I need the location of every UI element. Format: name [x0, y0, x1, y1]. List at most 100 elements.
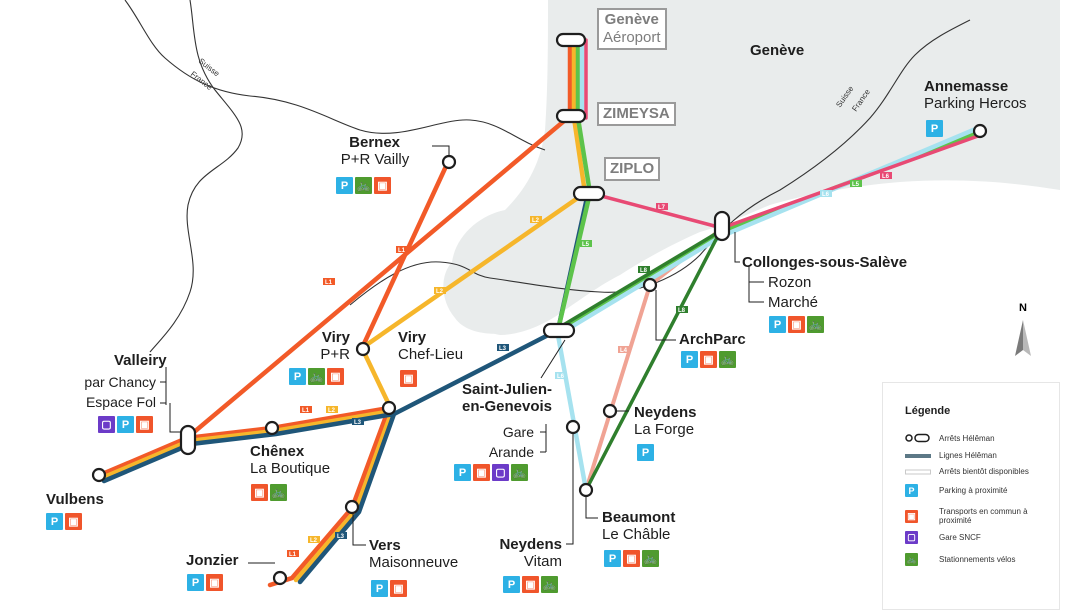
station-name: Annemasse — [924, 78, 1009, 95]
station-neydens-vitam: Neydens Vitam — [480, 536, 562, 571]
parking-icon: P — [637, 444, 654, 461]
station-sub: P+R — [320, 346, 350, 364]
legend-item-train: ▢ Gare SNCF — [905, 531, 1055, 544]
zone-line-2: Aéroport — [603, 29, 661, 46]
zone-line-1: Genève — [604, 11, 659, 28]
station-collonges-name: Collonges-sous-Salève — [742, 254, 908, 271]
north-arrow-icon — [1015, 320, 1031, 356]
svg-text:L5: L5 — [852, 182, 860, 188]
svg-text:L4: L4 — [620, 348, 628, 354]
svg-text:L3: L3 — [499, 346, 507, 352]
interchange-stops — [179, 32, 731, 456]
station-sub: La Boutique — [250, 460, 331, 478]
icons-viry-cl: ▣ — [400, 370, 417, 387]
bus-icon: ▣ — [206, 574, 223, 591]
station-name: Bernex — [349, 134, 400, 151]
bike-icon: 🚲 — [807, 316, 824, 333]
bus-icon: ▣ — [400, 370, 417, 387]
icons-vulbens: P ▣ — [46, 513, 82, 530]
svg-text:L8: L8 — [640, 268, 648, 274]
bike-icon: 🚲 — [308, 368, 325, 385]
leader-lines — [160, 145, 764, 564]
svg-text:L6: L6 — [822, 192, 830, 198]
stop-chenex — [264, 420, 280, 436]
station-name: Viry — [321, 329, 350, 346]
station-jonzier-name: Jonzier — [186, 552, 239, 569]
bus-icon: ▣ — [374, 177, 391, 194]
bus-icon: ▣ — [251, 484, 268, 501]
svg-text:L6: L6 — [882, 174, 890, 180]
icons-beaumont: P ▣ 🚲 — [604, 550, 659, 567]
station-name: Beaumont — [602, 509, 676, 526]
svg-text:L2: L2 — [436, 289, 444, 295]
svg-text:L8: L8 — [678, 308, 686, 314]
country-border — [149, 0, 971, 353]
station-sub: Chef-Lieu — [398, 346, 464, 364]
geneva-area — [451, 0, 1060, 335]
bus-icon: ▣ — [700, 351, 717, 368]
station-name: Viry — [398, 329, 427, 346]
station-archparc-name: ArchParc — [679, 331, 746, 348]
svg-text:L2: L2 — [328, 408, 336, 414]
bike-icon: 🚲 — [719, 351, 736, 368]
legend-label: Stationnements vélos — [939, 555, 1016, 564]
legend-label: Gare SNCF — [939, 533, 981, 542]
stop-saint-julien — [542, 322, 576, 339]
svg-text:L5: L5 — [582, 242, 590, 248]
stop-annemasse — [972, 123, 988, 139]
bus-icon: ▣ — [327, 368, 344, 385]
legend-title: Légende — [905, 405, 951, 417]
parking-icon: P — [905, 484, 918, 497]
stop-bernex — [441, 154, 457, 170]
bus-icon: ▣ — [522, 576, 539, 593]
zone-geneve-aeroport: Genève Aéroport — [597, 8, 667, 50]
parking-icon: P — [503, 576, 520, 593]
icons-annemasse: P — [926, 120, 943, 137]
legend-label: Arrêts Hélêman — [939, 433, 995, 443]
station-name: Vers — [369, 537, 401, 554]
bike-icon: 🚲 — [541, 576, 558, 593]
stop-viry-cl — [381, 400, 397, 416]
zone-zimeysa: ZIMEYSA — [597, 102, 676, 126]
parking-icon: P — [336, 177, 353, 194]
legend-item-transport: ▣ Transports en commun à proximité — [905, 507, 1055, 525]
station-valleiry-branch-1: par Chancy — [84, 374, 156, 390]
bike-icon: 🚲 — [642, 550, 659, 567]
geneva-lobe — [443, 245, 548, 334]
station-saint-julien-branch-2: Arande — [488, 444, 534, 460]
legend-label: Arrêts bientôt disponibles — [939, 467, 1029, 476]
station-collonges-branch-1: Rozon — [768, 274, 812, 291]
icons-saint-julien: P ▣ ▢ 🚲 — [454, 464, 528, 481]
parking-icon: P — [371, 580, 388, 597]
country-border-west — [124, 0, 251, 97]
icons-archparc: P ▣ 🚲 — [681, 351, 736, 368]
station-sub: Le Châble — [602, 526, 671, 544]
future-stop-icon — [905, 468, 933, 476]
stop-zimeysa — [555, 108, 587, 124]
train-icon: ▢ — [492, 464, 509, 481]
station-sub: Maisonneuve — [369, 554, 459, 572]
bus-icon: ▣ — [65, 513, 82, 530]
bike-icon: 🚲 — [355, 177, 372, 194]
bus-icon: ▣ — [136, 416, 153, 433]
north-label: N — [1019, 302, 1027, 314]
parking-icon: P — [769, 316, 786, 333]
station-saint-julien: Saint-Julien- en-Genevois — [452, 381, 562, 416]
station-valleiry-name: Valleiry — [114, 352, 167, 369]
station-name: Neydens — [634, 404, 697, 421]
parking-icon: P — [454, 464, 471, 481]
stop-neydens-vitam — [565, 419, 581, 435]
bike-icon: 🚲 — [511, 464, 528, 481]
stop-vers — [344, 499, 360, 515]
svg-text:L3: L3 — [337, 534, 345, 540]
station-sub: La Forge — [634, 421, 695, 439]
parking-icon: P — [46, 513, 63, 530]
legend-label: Parking à proximité — [939, 486, 1008, 495]
train-icon: ▢ — [98, 416, 115, 433]
station-neydens-forge: Neydens La Forge — [634, 404, 697, 439]
stop-vulbens — [91, 467, 107, 483]
bus-icon: ▣ — [390, 580, 407, 597]
legend-item-future: Arrêts bientôt disponibles — [905, 467, 1055, 476]
